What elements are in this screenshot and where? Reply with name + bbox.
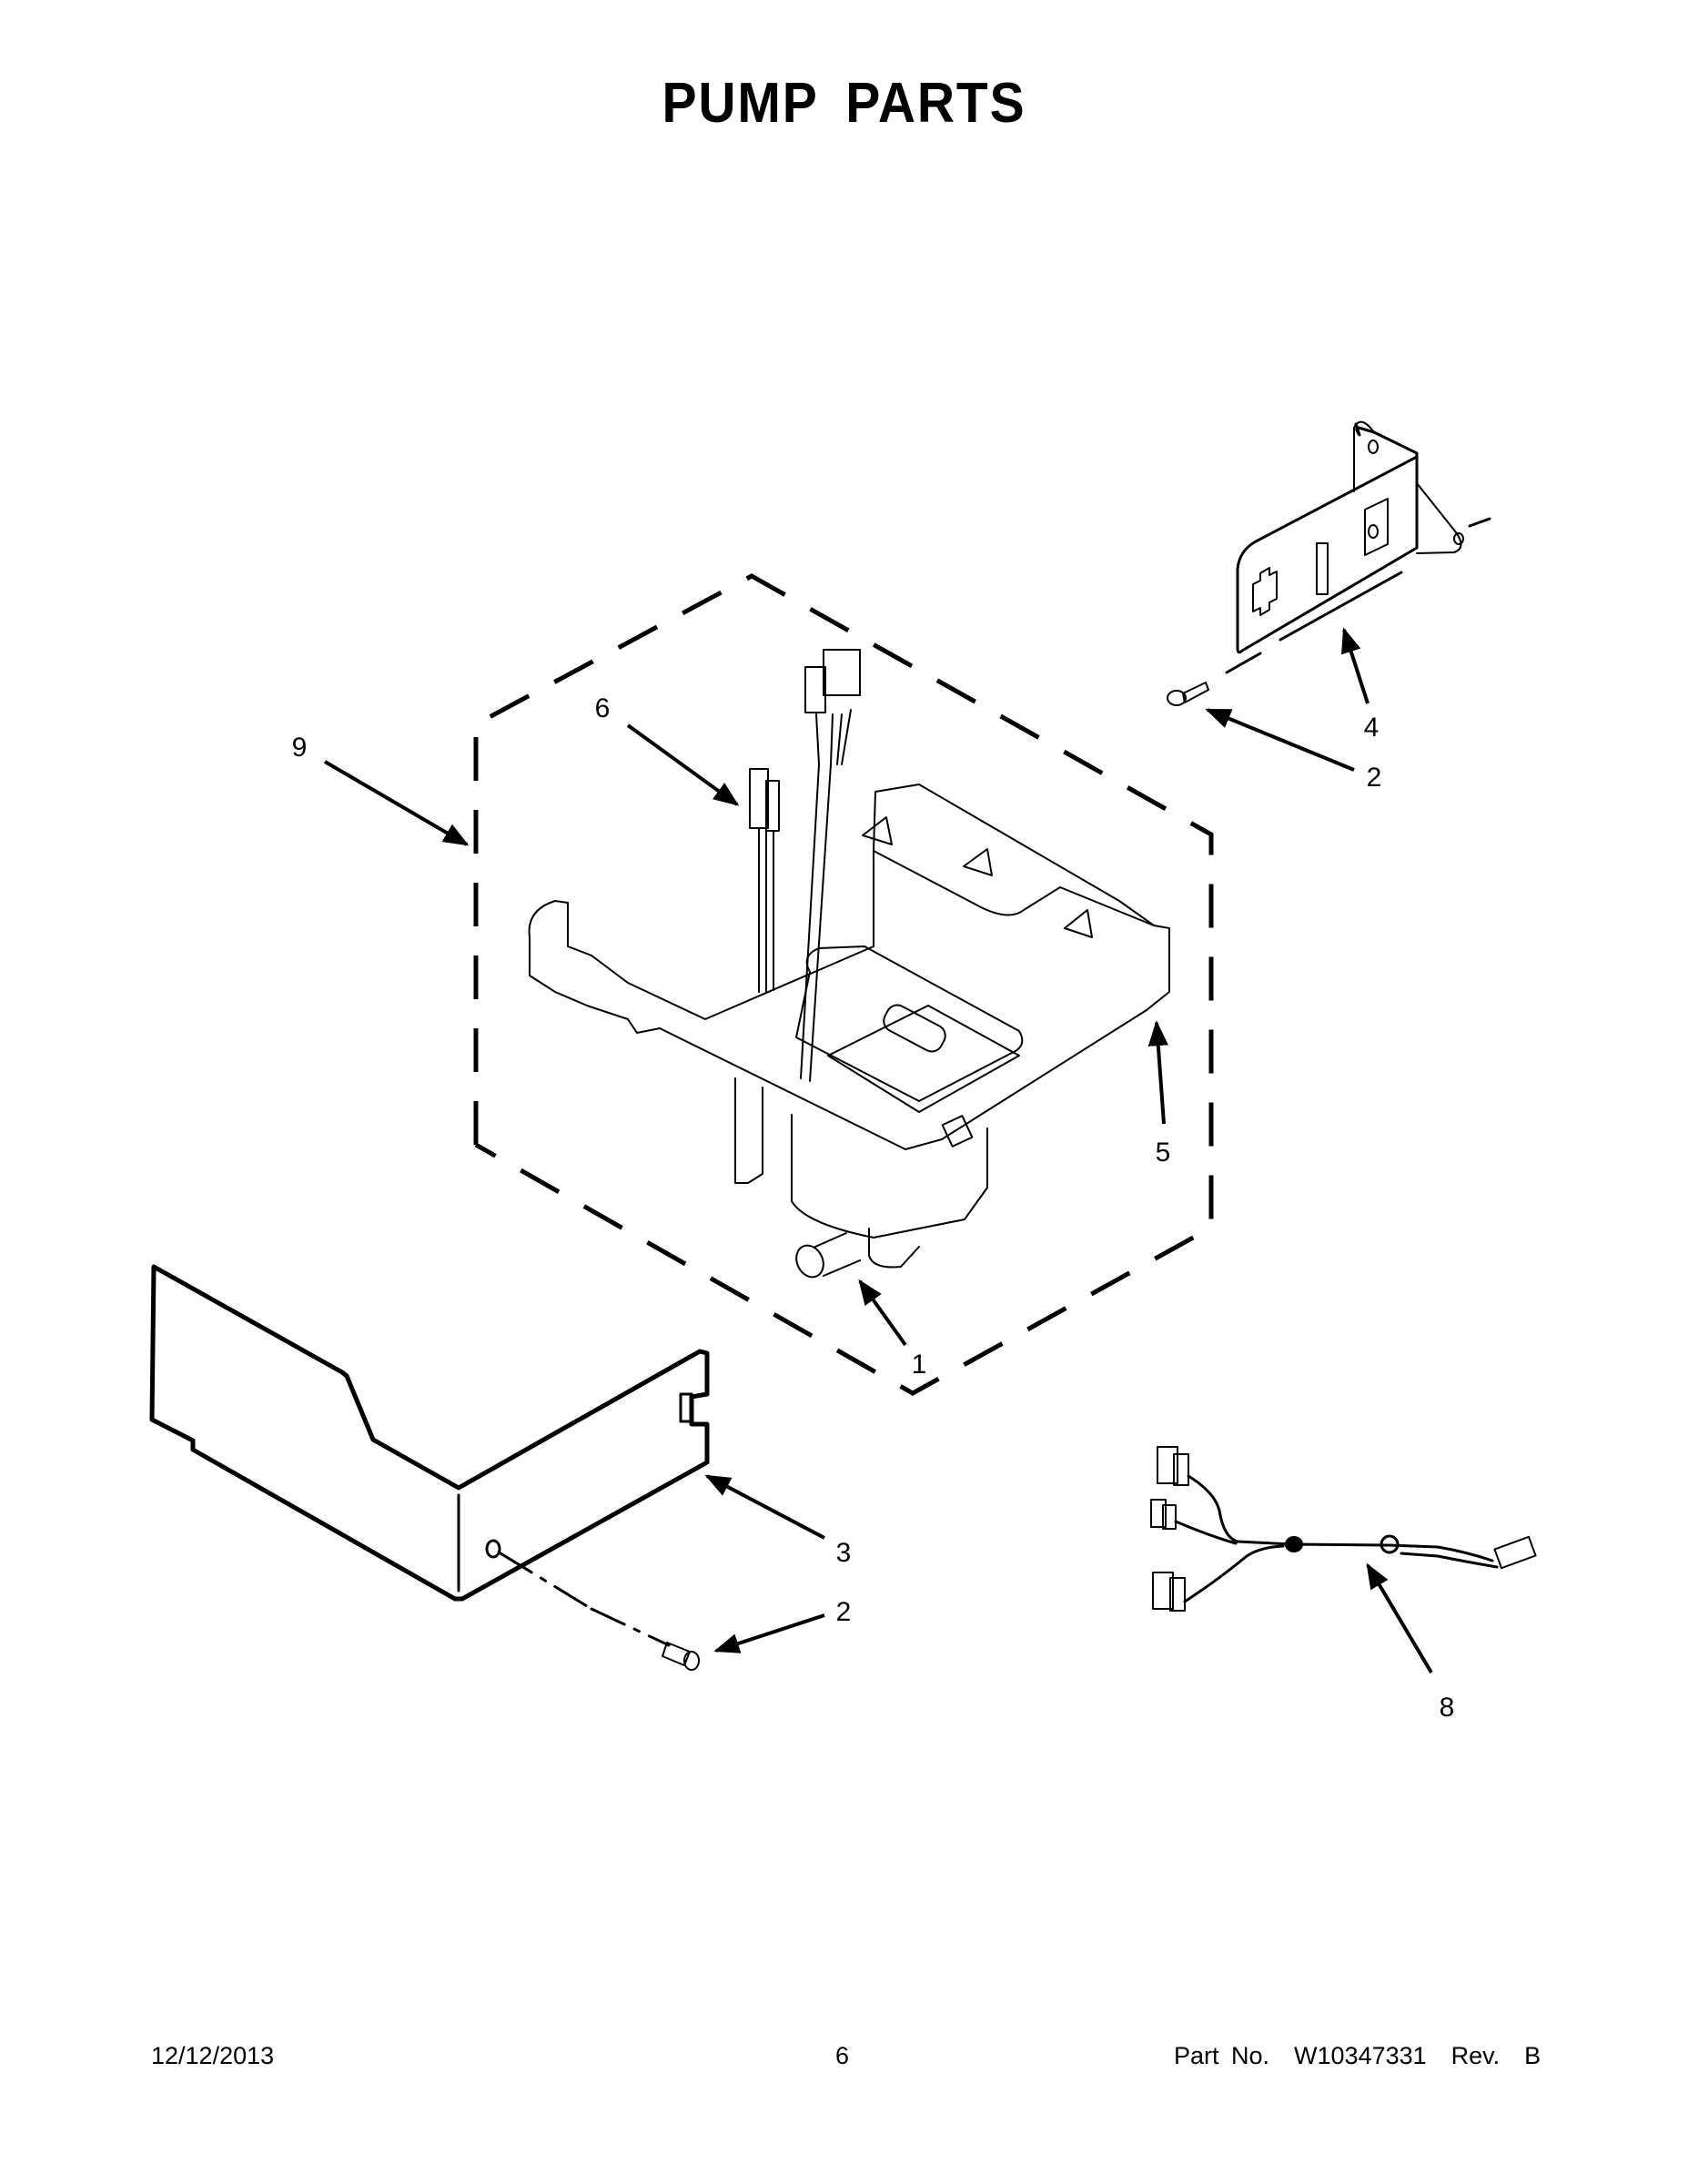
arrow-2-upper bbox=[1205, 708, 1355, 772]
callout-1: 1 bbox=[911, 1350, 927, 1380]
callout-4: 4 bbox=[1363, 713, 1380, 743]
page-title: PUMP PARTS bbox=[662, 72, 1026, 135]
arrow-4 bbox=[1341, 627, 1370, 704]
footer-date: 12/12/2013 bbox=[151, 2042, 275, 2069]
footer-page-number: 6 bbox=[835, 2042, 850, 2069]
pump-cover-part bbox=[149, 1264, 710, 1602]
leader-arrows bbox=[323, 627, 1433, 1674]
callout-8: 8 bbox=[1439, 1693, 1455, 1723]
arrow-8 bbox=[1366, 1562, 1433, 1674]
callout-6: 6 bbox=[594, 693, 611, 723]
arrow-9 bbox=[323, 760, 470, 846]
callout-3: 3 bbox=[835, 1538, 852, 1568]
arrow-2-lower bbox=[713, 1613, 825, 1653]
footer-part-number: Part No. W10347331 Rev. B bbox=[1174, 2042, 1541, 2069]
callout-5: 5 bbox=[1155, 1138, 1171, 1168]
arrow-1 bbox=[858, 1279, 907, 1347]
screw-lower bbox=[499, 1552, 700, 1671]
assembly-boundary-dashed bbox=[473, 573, 1214, 1396]
wire-harness-part bbox=[1150, 1446, 1537, 1612]
pump-wire-harness bbox=[749, 649, 861, 1082]
callout-2-upper: 2 bbox=[1366, 763, 1382, 793]
screw-upper bbox=[1167, 682, 1209, 706]
arrow-5 bbox=[1147, 1020, 1168, 1125]
pump-tray-part bbox=[528, 784, 1170, 1279]
callout-9: 9 bbox=[291, 733, 308, 763]
bracket-part bbox=[1225, 420, 1491, 674]
arrow-3 bbox=[704, 1474, 825, 1540]
callout-2-lower: 2 bbox=[835, 1597, 852, 1627]
arrow-6 bbox=[626, 723, 740, 806]
